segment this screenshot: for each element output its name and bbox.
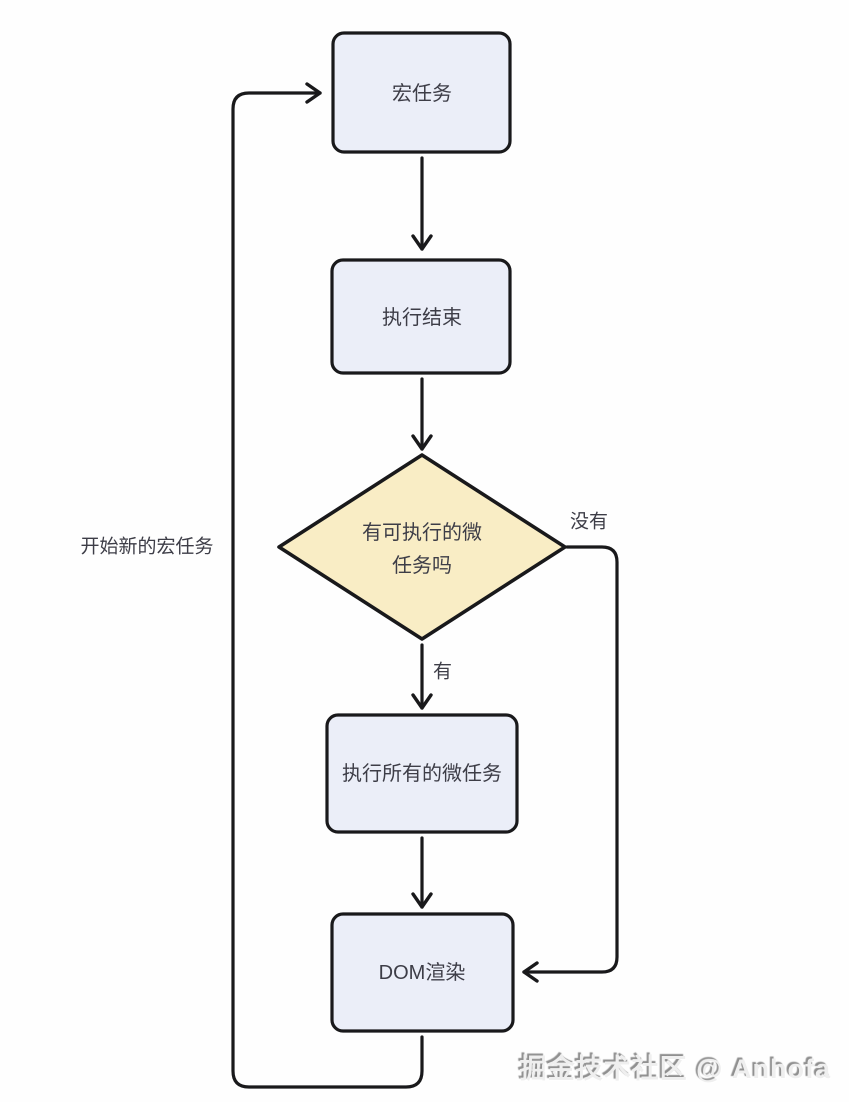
watermark-juejin-community: 掘金技术社区 @ Anhofa (519, 1054, 831, 1084)
node-decision-label-line1: 有可执行的微 (362, 521, 482, 544)
edge-loop-new-macrotask (231, 82, 424, 1089)
node-dom-render-label: DOM渲染 (379, 961, 466, 984)
node-macro-task-label: 宏任务 (392, 82, 452, 105)
node-decision-label-line2: 任务吗 (392, 554, 452, 577)
edge-label-yes: 有 (433, 661, 452, 683)
edge-decision-no-bypass (522, 545, 619, 983)
node-run-all-microtasks-label: 执行所有的微任务 (342, 762, 502, 785)
node-dom-render (330, 912, 515, 1033)
node-run-all-microtasks (325, 713, 519, 834)
edge-label-loop-new-macrotask: 开始新的宏任务 (80, 536, 213, 558)
edge-label-no: 没有 (570, 511, 608, 533)
node-macro-task (331, 31, 512, 154)
node-decision-diamond (277, 453, 567, 641)
node-execution-end-label: 执行结束 (382, 306, 462, 329)
node-execution-end (330, 258, 512, 375)
